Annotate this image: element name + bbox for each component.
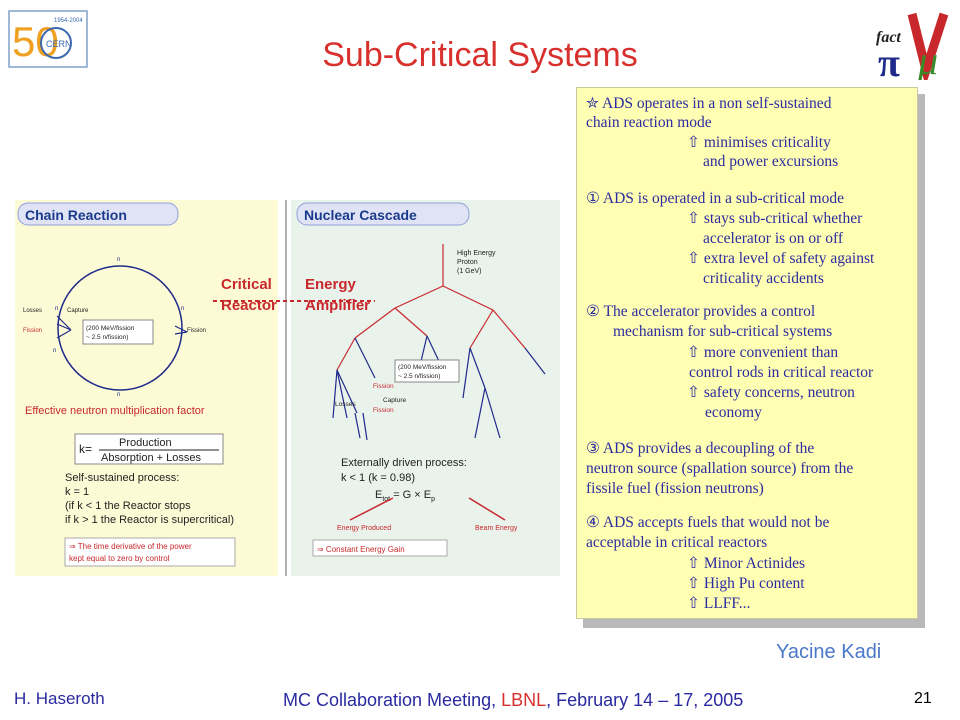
svg-text:n: n [181,306,184,312]
footer-location: LBNL [501,690,547,710]
page-number: 21 [914,690,932,707]
svg-text:Capture: Capture [67,308,89,314]
svg-text:Fission: Fission [187,328,206,334]
sub-bullet-line: ⇧ stays sub-critical whether [687,210,863,227]
svg-text:Capture: Capture [383,397,407,404]
svg-text:if k > 1 the Reactor is superc: if k > 1 the Reactor is supercritical) [65,514,234,526]
svg-text:Reactor: Reactor [221,297,277,314]
svg-text:kept equal to zero by control: kept equal to zero by control [69,554,170,563]
bullet-line: mechanism for sub-critical systems [613,323,833,340]
svg-text:n: n [117,392,120,398]
svg-text:1954-2004: 1954-2004 [54,18,83,24]
sub-bullet-line: and power excursions [703,153,839,170]
author-name: H. Haseroth [14,689,105,708]
svg-text:(if k < 1 the Reactor stops: (if k < 1 the Reactor stops [65,500,191,512]
sub-bullet-line: ⇧ more convenient than [687,344,839,361]
bullet-line: ② The accelerator provides a control [586,303,816,320]
svg-text:High Energy: High Energy [457,250,496,257]
svg-text:Externally driven process:: Externally driven process: [341,457,467,469]
footer-prefix: MC Collaboration Meeting, [283,690,502,710]
sub-bullet-line: ⇧ Minor Actinides [687,555,806,572]
svg-text:Production: Production [119,437,172,449]
svg-text:n: n [53,348,56,354]
nuclear-cascade-tab: Nuclear Cascade [304,207,417,223]
sub-bullet-line: criticality accidents [703,270,824,287]
svg-text:π: π [878,40,900,80]
svg-text:Amplifier: Amplifier [305,297,370,314]
ads-features-box: ✮ ADS operates in a non self-sustained c… [576,87,918,619]
svg-text:Effective neutron multiplicati: Effective neutron multiplication factor [25,405,205,417]
reactor-diagram: Chain Reaction Nuclear Cascade n n n n n… [15,200,560,576]
svg-text:Beam Energy: Beam Energy [475,525,518,532]
sub-bullet-line: ⇧ LLFF... [687,595,751,612]
sub-bullet-line: ⇧ extra level of safety against [687,250,875,267]
svg-text:k=: k= [79,442,92,456]
bullet-line: chain reaction mode [586,114,712,131]
chain-reaction-panel [15,200,278,576]
sub-bullet-line: ⇧ safety concerns, neutron [687,384,855,401]
svg-text:~ 2.5 n/fission): ~ 2.5 n/fission) [86,334,128,341]
svg-text:k < 1 (k = 0.98): k < 1 (k = 0.98) [341,472,415,484]
svg-text:Energy: Energy [305,276,357,293]
nuclear-cascade-panel [291,200,560,576]
reactor-comparison-figure: Chain Reaction Nuclear Cascade n n n n n… [15,198,560,578]
svg-text:Etot = G × Ep: Etot = G × Ep [375,489,435,503]
svg-text:Fission: Fission [373,407,394,414]
svg-text:fact: fact [876,29,901,46]
slide-title: Sub-Critical Systems [322,36,638,74]
svg-text:Absorption + Losses: Absorption + Losses [101,452,201,464]
svg-text:Fission: Fission [373,383,394,390]
svg-text:~ 2.5 n/fission): ~ 2.5 n/fission) [398,373,440,380]
svg-text:(200 MeV/fission: (200 MeV/fission [86,325,135,332]
nufact-logo: fact π μ [876,12,949,80]
bullet-line: ③ ADS provides a decoupling of the [586,440,815,457]
svg-text:n: n [117,257,120,263]
footer-text: MC Collaboration Meeting, LBNL, February… [283,690,743,711]
bullet-line: ① ADS is operated in a sub-critical mode [586,190,844,207]
svg-text:k = 1: k = 1 [65,486,89,498]
svg-text:(1 GeV): (1 GeV) [457,268,482,275]
chain-reaction-tab: Chain Reaction [25,207,127,223]
bullet-line: ✮ ADS operates in a non self-sustained [586,95,832,112]
bullet-line: neutron source (spallation source) from … [586,460,854,477]
svg-text:Losses: Losses [335,401,356,408]
footer-suffix: , February 14 – 17, 2005 [546,690,744,710]
svg-text:⇒ Constant Energy Gain: ⇒ Constant Energy Gain [317,545,405,554]
cern-50-logo: 50 CERN 1954-2004 [8,10,88,68]
svg-text:Self-sustained process:: Self-sustained process: [65,472,179,484]
svg-text:Fission: Fission [23,328,42,334]
svg-text:CERN: CERN [46,39,72,49]
bullet-line: acceptable in critical reactors [586,534,768,551]
svg-text:⇒ The time derivative of the p: ⇒ The time derivative of the power [69,542,192,551]
svg-text:Proton: Proton [457,259,478,266]
svg-text:μ: μ [917,38,938,80]
svg-text:Energy Produced: Energy Produced [337,525,391,532]
svg-text:Losses: Losses [23,308,42,314]
sub-bullet-line: ⇧ minimises criticality [687,134,831,151]
svg-text:Critical: Critical [221,276,272,293]
sub-bullet-line: control rods in critical reactor [689,364,874,381]
sub-bullet-line: economy [705,404,762,421]
speaker-name: Yacine Kadi [776,641,882,663]
sub-bullet-line: ⇧ High Pu content [687,575,805,592]
sub-bullet-line: accelerator is on or off [703,230,844,247]
bullet-line: ④ ADS accepts fuels that would not be [586,514,830,531]
bullet-line: fissile fuel (fission neutrons) [586,480,764,497]
svg-text:n: n [55,306,58,312]
svg-text:(200 MeV/fission: (200 MeV/fission [398,364,447,371]
